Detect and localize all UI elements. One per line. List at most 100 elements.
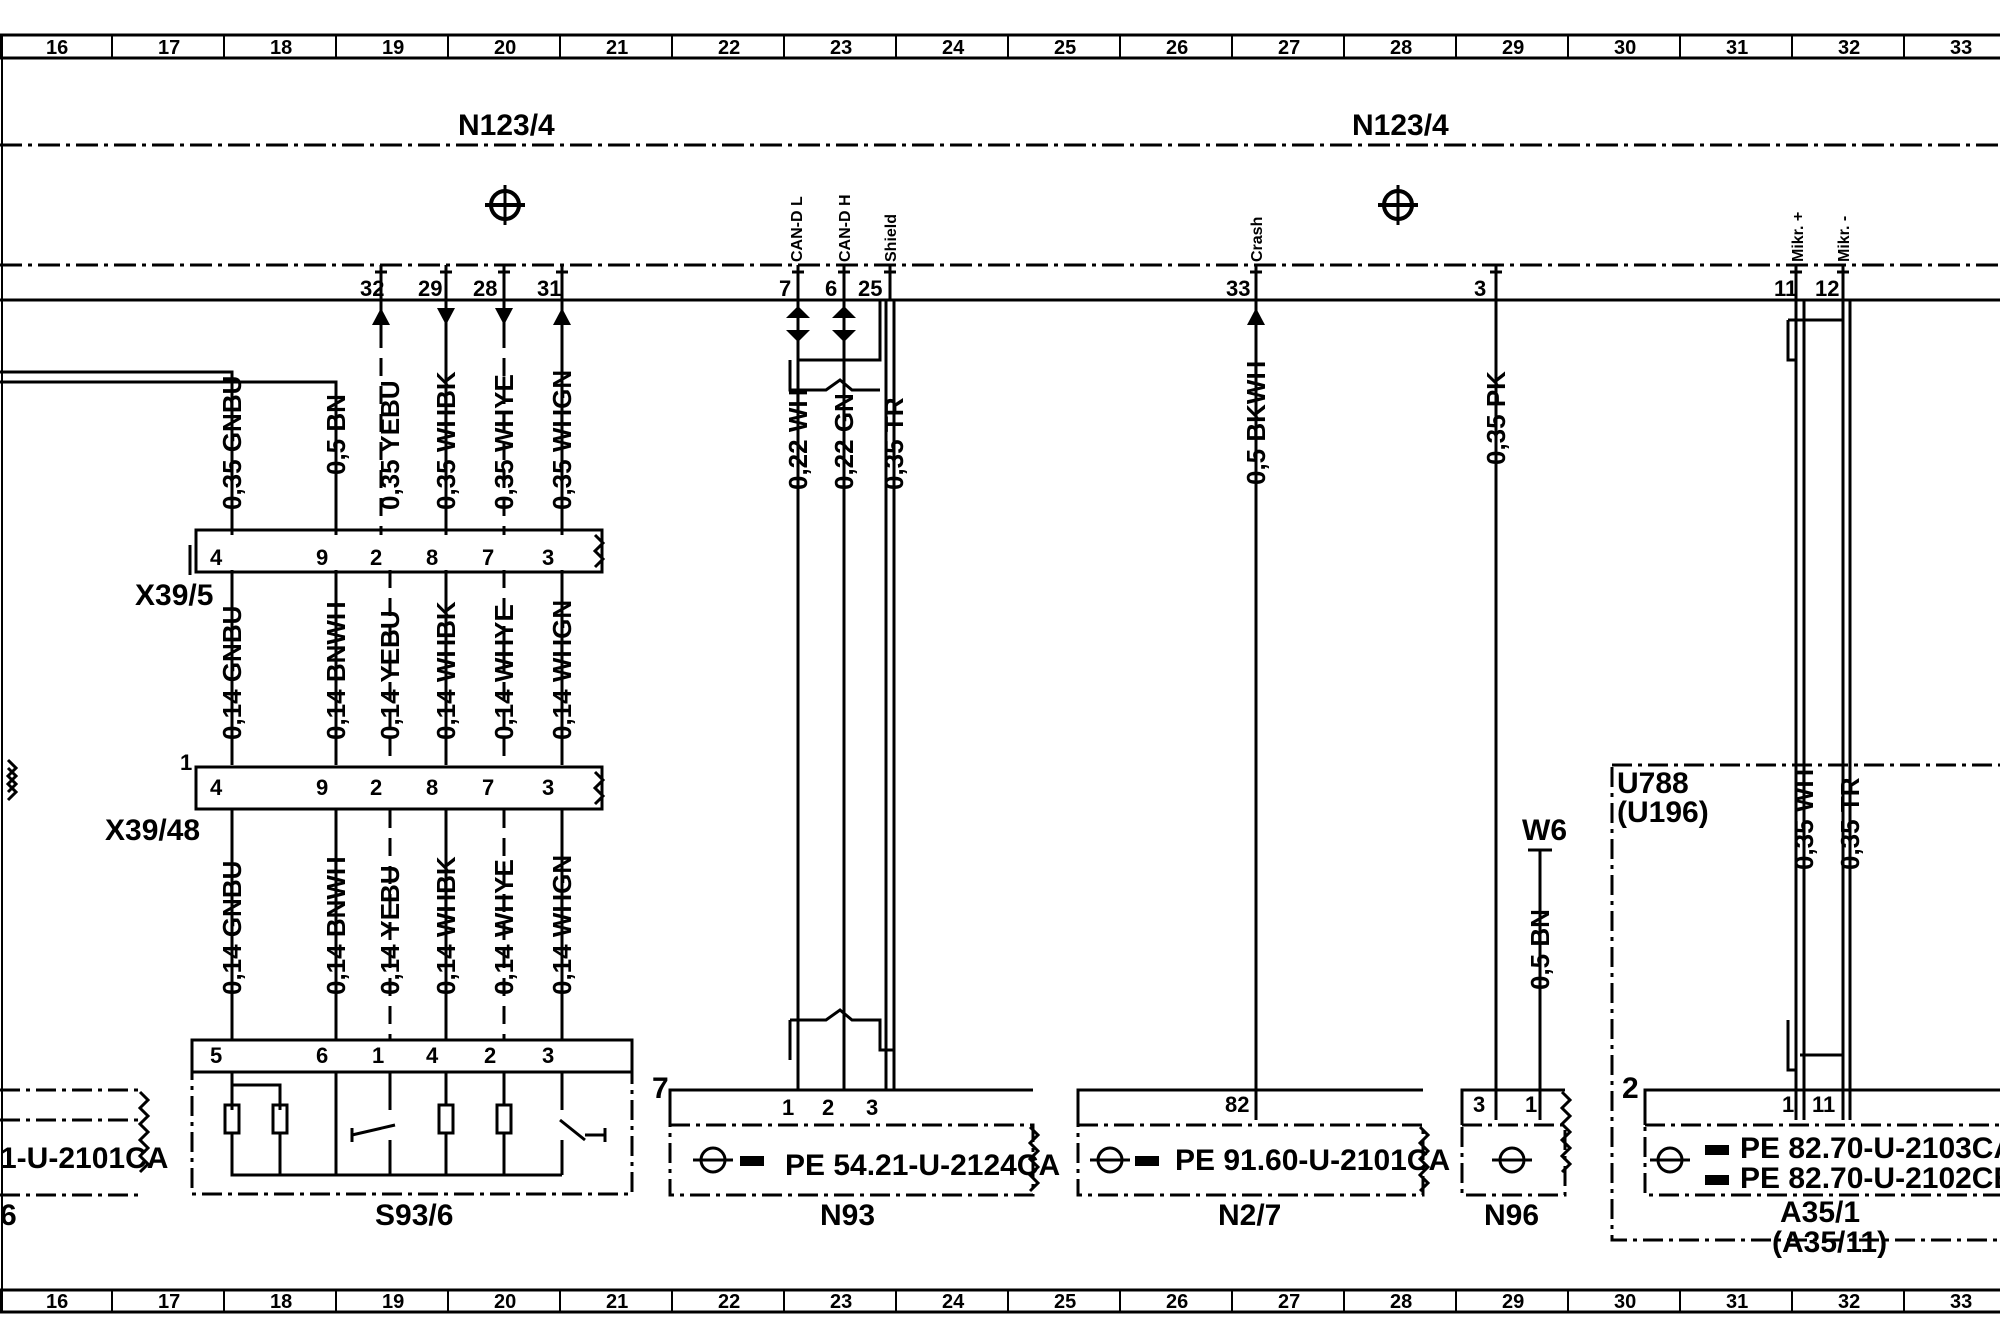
bottom-grid-number: 25 <box>1054 1291 1076 1313</box>
connector-label-x39-5: X39/5 <box>135 579 213 612</box>
control-unit-icon <box>1090 1146 1130 1174</box>
bottom-grid-number: 32 <box>1838 1291 1860 1313</box>
top-grid-number: 25 <box>1054 37 1076 59</box>
module-symbol-right-icon <box>1378 185 1418 225</box>
wire-label: 0,35 TR <box>879 397 909 490</box>
svg-text:11: 11 <box>1812 1092 1835 1117</box>
svg-text:9: 9 <box>316 775 328 800</box>
wire-label: 0,14 WHYE <box>489 604 519 740</box>
wire-label: 0,35 TR <box>1835 777 1865 870</box>
switch-block-s93-6: 5 6 1 4 2 3 <box>190 1038 634 1196</box>
pin-31: 31 <box>537 276 561 301</box>
wire-label: 0,14 WHBK <box>431 856 461 995</box>
svg-text:2: 2 <box>370 545 382 570</box>
break-mark-icon <box>5 758 19 794</box>
svg-text:2: 2 <box>822 1095 834 1120</box>
top-grid-number: 18 <box>270 37 292 59</box>
component-box-n96: 3 1 N96 <box>1460 1088 1573 1232</box>
svg-text:8: 8 <box>426 775 438 800</box>
pin-29: 29 <box>418 276 442 301</box>
pin-label-mikr-plus: Mikr. + <box>1790 212 1807 262</box>
svg-text:7: 7 <box>482 545 494 570</box>
left-wire-group <box>0 300 564 1040</box>
svg-text:3: 3 <box>542 545 554 570</box>
bottom-grid-number: 17 <box>158 1291 180 1313</box>
bottom-grid-number: 20 <box>494 1291 516 1313</box>
wire-label: 0,35 WHGN <box>547 370 577 510</box>
bottom-grid-number: 29 <box>1502 1291 1524 1313</box>
reference-hand-icon <box>1705 1145 1729 1185</box>
svg-text:PE 91.60-U-2101CA: PE 91.60-U-2101CA <box>1175 1144 1450 1177</box>
pin-label-mikr-minus: Mikr. - <box>1836 216 1853 262</box>
pin-3: 3 <box>1474 276 1486 301</box>
bottom-grid-number: 27 <box>1278 1291 1300 1313</box>
svg-text:PE 54.21-U-2124CA: PE 54.21-U-2124CA <box>785 1149 1060 1182</box>
top-grid-number: 29 <box>1502 37 1524 59</box>
svg-text:N93: N93 <box>820 1199 875 1232</box>
wire-label: 0,14 GNBU <box>217 861 247 995</box>
wire-label: 0,14 BNWH <box>321 856 351 995</box>
pin-33: 33 <box>1226 276 1250 301</box>
wire-label: 0,35 WHBK <box>431 371 461 510</box>
bottom-grid-number: 26 <box>1166 1291 1188 1313</box>
component-label-s93-6: S93/6 <box>375 1199 453 1232</box>
pin-6: 6 <box>825 276 837 301</box>
svg-text:3: 3 <box>542 775 554 800</box>
top-grid-number: 24 <box>942 37 965 59</box>
top-grid-number: 32 <box>1838 37 1860 59</box>
wire-label: 0,14 BNWH <box>321 601 351 740</box>
svg-text:5: 5 <box>210 1043 222 1068</box>
control-unit-icon <box>693 1146 733 1174</box>
wire-label: 0,35 WHYE <box>489 374 519 510</box>
wire-label: 0,5 BN <box>1525 909 1555 990</box>
top-grid-number: 30 <box>1614 37 1636 59</box>
ground-wire <box>1528 848 1552 1120</box>
wire-label: 0,14 YEBU <box>375 865 405 995</box>
top-grid-number: 28 <box>1390 37 1412 59</box>
bottom-grid-number: 22 <box>718 1291 740 1313</box>
svg-text:1-U-2101CA: 1-U-2101CA <box>0 1142 168 1175</box>
wire-label: 0,14 WHYE <box>489 859 519 995</box>
ground-label: W6 <box>1522 814 1567 847</box>
wire-label: 0,14 GNBU <box>217 606 247 740</box>
svg-text:4: 4 <box>210 545 223 570</box>
wire-label: 0,35 GNBU <box>217 376 247 510</box>
svg-text:(A35/11): (A35/11) <box>1772 1226 1887 1259</box>
pin-label-can-dl: CAN-D L <box>789 196 806 262</box>
top-grid-number: 17 <box>158 37 180 59</box>
svg-text:1: 1 <box>1525 1092 1537 1117</box>
wire-label: 0,5 BN <box>321 394 351 475</box>
wire-label: 0,22 WH <box>783 389 813 490</box>
can-diodes <box>786 306 856 342</box>
svg-text:1: 1 <box>1782 1092 1794 1117</box>
svg-text:N96: N96 <box>1484 1199 1539 1232</box>
direction-arrows <box>372 308 1265 325</box>
bottom-grid-number: 31 <box>1726 1291 1748 1313</box>
top-grid-number: 26 <box>1166 37 1188 59</box>
svg-text:N2/7: N2/7 <box>1218 1199 1281 1232</box>
bottom-grid-number: 33 <box>1950 1291 1972 1313</box>
reference-hand-icon <box>1135 1156 1159 1166</box>
frame-label: (U196) <box>1617 796 1709 829</box>
svg-text:2: 2 <box>1622 1072 1639 1105</box>
svg-text:1: 1 <box>782 1095 794 1120</box>
svg-text:3: 3 <box>542 1043 554 1068</box>
bottom-grid-number: 24 <box>942 1291 965 1313</box>
svg-text:1: 1 <box>180 750 192 775</box>
pin-12: 12 <box>1815 276 1839 301</box>
svg-text:PE 82.70-U-2102CB: PE 82.70-U-2102CB <box>1740 1162 2000 1195</box>
wire-label: 0,14 YEBU <box>375 610 405 740</box>
component-box-n2-7: 82 PE 91.60-U-2101CA N2/7 <box>1076 1088 1450 1232</box>
svg-text:2: 2 <box>370 775 382 800</box>
module-label-right: N123/4 <box>1352 109 1449 142</box>
left-partial-box: 1-U-2101CA 6 <box>0 1088 168 1232</box>
wire-label: 0,14 WHBK <box>431 601 461 740</box>
bottom-grid-number: 18 <box>270 1291 292 1313</box>
svg-text:2: 2 <box>484 1043 496 1068</box>
pin-11: 11 <box>1774 276 1797 301</box>
wire-label: 0,22 GN <box>829 393 859 490</box>
pin-stubs <box>375 0 1849 300</box>
mic-wire-group <box>1786 300 1852 1120</box>
svg-text:A35/1: A35/1 <box>1780 1196 1860 1229</box>
top-grid-number: 21 <box>606 37 628 59</box>
